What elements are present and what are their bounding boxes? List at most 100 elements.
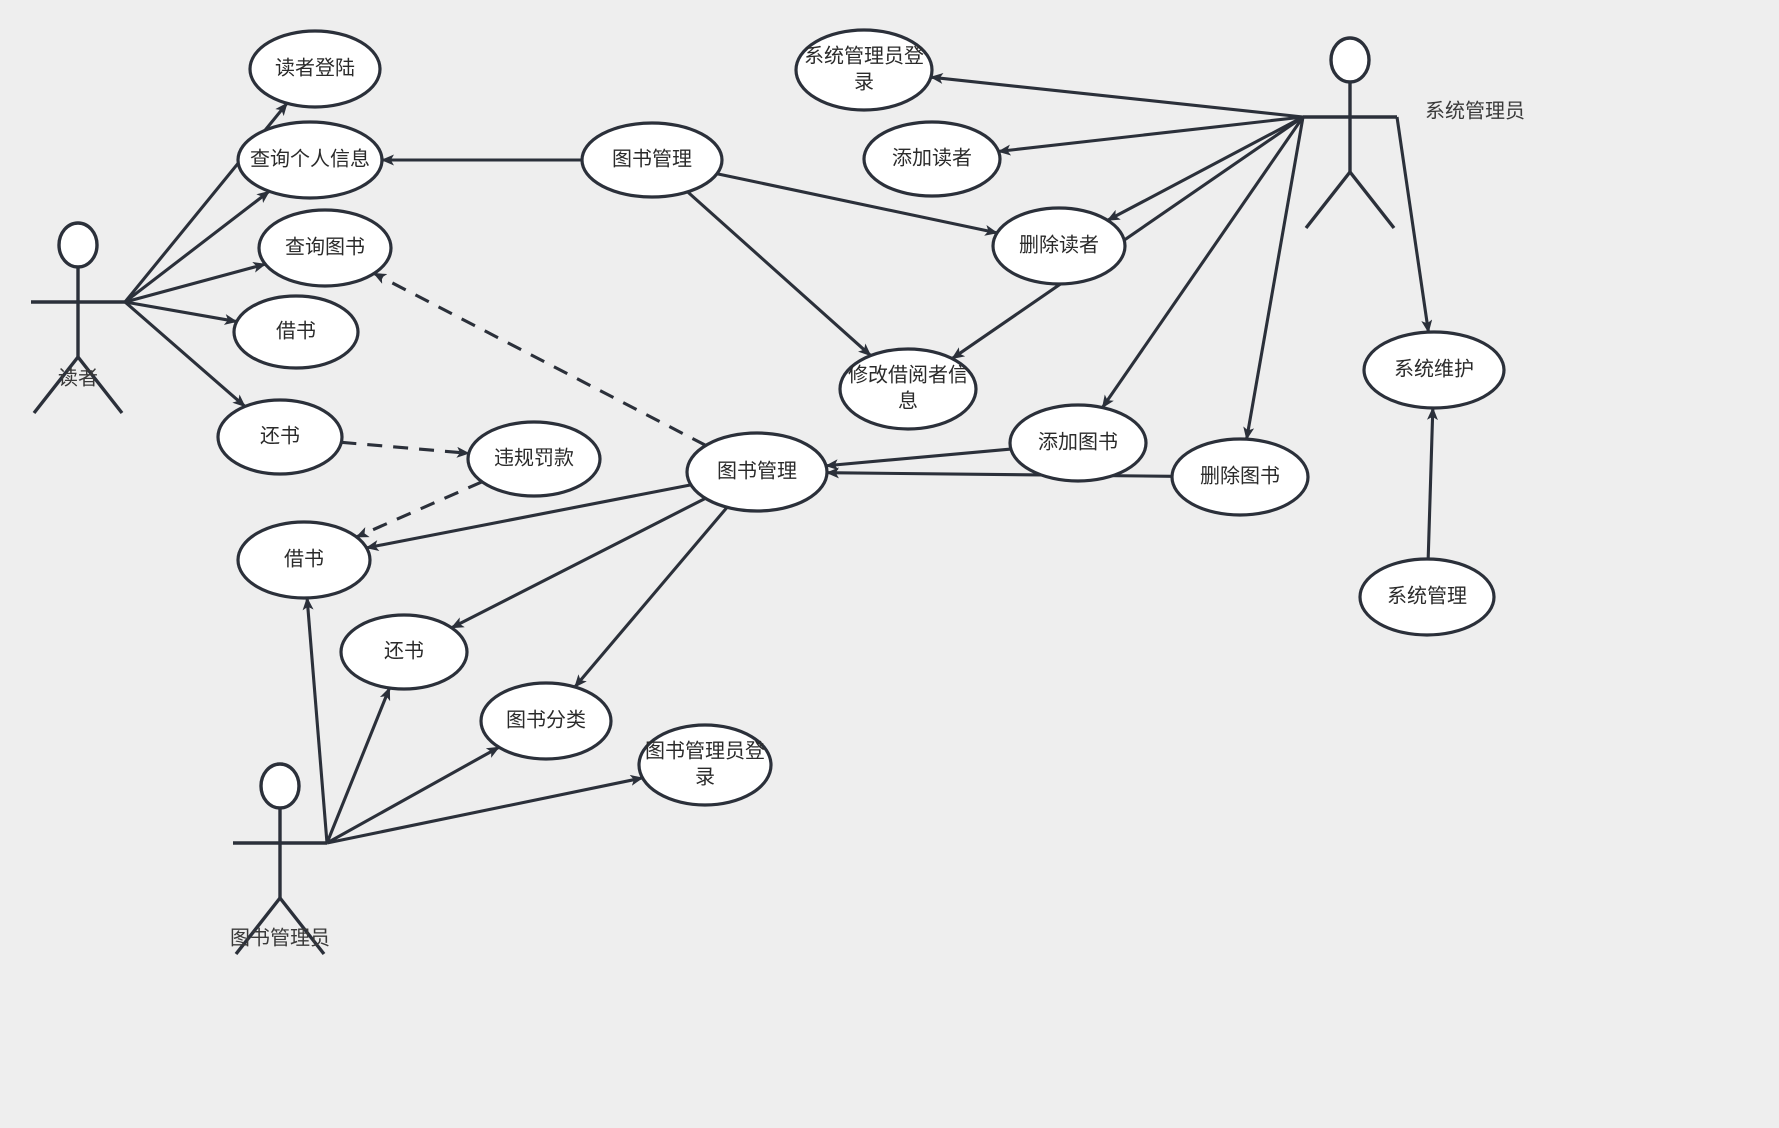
use-case-ellipse [248,29,382,109]
use-case-uc-add-reader[interactable]: 添加读者 [862,120,1002,198]
relation-r2[interactable] [124,190,271,304]
relation-r12[interactable] [929,72,1304,119]
use-case-uc-del-book[interactable]: 删除图书 [1170,437,1310,517]
relation-r19[interactable] [1426,406,1438,560]
use-case-label: 删除读者 [1019,233,1099,257]
actor-head-icon [57,221,99,269]
use-case-uc-sys-maintain[interactable]: 系统维护 [1362,330,1506,410]
actor-left-leg-line [32,355,80,415]
actor-librarian[interactable]: 图书管理员 [230,762,330,956]
use-case-ellipse [466,420,602,498]
use-case-label: 借书 [284,547,324,571]
use-case-label: 添加图书 [1038,430,1118,454]
use-case-label: 系统维护 [1394,357,1474,381]
use-case-uc-return-lib[interactable]: 还书 [339,613,469,691]
relation-r3[interactable] [124,261,267,304]
use-case-label: 系统管理员登 [804,44,924,68]
relation-r18[interactable] [1395,116,1433,334]
use-case-ellipse [637,723,773,807]
use-case-ellipse [580,121,724,199]
use-case-label: 图书管理 [612,147,692,171]
actor-sysadmin[interactable]: 系统管理员 [1303,36,1525,230]
use-case-label: 录 [695,765,715,789]
use-case-uc-sys-manage[interactable]: 系统管理 [1358,557,1496,637]
use-case-ellipse [838,347,978,431]
relation-r25[interactable] [302,596,329,844]
use-case-label: 查询图书 [285,235,365,259]
relations-layer [123,72,1438,845]
use-case-uc-fine[interactable]: 违规罚款 [466,420,602,498]
relation-r23[interactable] [450,496,707,630]
use-case-ellipse [216,398,344,476]
use-case-ellipse [479,681,613,761]
use-case-label: 添加读者 [892,146,972,170]
use-case-label: 借书 [276,319,316,343]
use-case-ellipse [1358,557,1496,637]
relation-r8[interactable] [373,272,707,447]
relation-r17[interactable] [1243,116,1305,441]
relation-r26[interactable] [325,687,391,844]
use-case-uc-query-book[interactable]: 查询图书 [257,208,393,288]
use-case-uc-borrow-reader[interactable]: 借书 [232,294,360,370]
use-case-uc-book-mgmt-mid[interactable]: 图书管理 [685,431,829,513]
use-case-label: 录 [854,70,874,94]
relation-r16[interactable] [1101,116,1305,409]
use-case-uc-del-reader[interactable]: 删除读者 [991,206,1127,286]
use-case-ellipse [1008,403,1148,483]
use-case-ellipse [862,120,1002,198]
use-cases-layer: 读者登陆查询个人信息查询图书借书还书违规罚款图书管理系统管理员登录添加读者删除读… [216,28,1506,807]
relation-r6[interactable] [341,440,470,458]
use-case-label: 图书分类 [506,708,586,732]
relation-r27[interactable] [326,745,500,845]
relation-r24[interactable] [573,506,729,688]
relation-r15[interactable] [951,115,1304,360]
use-case-uc-return-reader[interactable]: 还书 [216,398,344,476]
actor-label: 读者 [58,366,98,390]
use-case-label: 还书 [260,424,300,448]
use-case-label: 还书 [384,639,424,663]
relation-r20[interactable] [825,447,1012,471]
use-case-uc-reader-login[interactable]: 读者登陆 [248,29,382,109]
use-case-ellipse [1362,330,1506,410]
relation-r22[interactable] [365,483,692,551]
use-case-label: 查询个人信息 [250,147,370,171]
use-case-label: 违规罚款 [494,446,574,470]
actor-label: 图书管理员 [230,926,330,950]
actor-right-leg-line [1348,170,1396,230]
use-case-ellipse [794,28,934,112]
use-case-ellipse [257,208,393,288]
actor-left-leg-line [1304,170,1352,230]
actor-head-icon [1329,36,1371,84]
actor-right-leg-line [76,355,124,415]
relation-r13[interactable] [997,115,1304,156]
use-case-uc-borrow-lib[interactable]: 借书 [236,520,372,600]
use-case-label: 息 [898,389,918,413]
actor-reader[interactable]: 读者 [31,221,125,415]
relation-r7[interactable] [355,480,483,539]
use-case-ellipse [339,613,469,691]
actor-label: 系统管理员 [1425,99,1525,123]
relation-r4[interactable] [124,300,238,325]
use-case-label: 读者登陆 [275,56,355,80]
relation-r10[interactable] [716,172,999,236]
use-case-ellipse [236,520,372,600]
use-case-uc-query-personal[interactable]: 查询个人信息 [236,120,384,200]
use-case-ellipse [685,431,829,513]
use-case-ellipse [991,206,1127,286]
relation-r14[interactable] [1106,115,1304,222]
actor-right-leg-line [278,896,326,956]
relation-r5[interactable] [123,300,246,408]
use-case-label: 图书管理 [717,459,797,483]
use-case-uc-book-category[interactable]: 图书分类 [479,681,613,761]
actor-head-icon [259,762,301,810]
relation-r28[interactable] [326,774,644,845]
relation-r11[interactable] [686,190,872,357]
use-case-uc-book-mgmt-top[interactable]: 图书管理 [580,121,724,199]
use-case-uc-add-book[interactable]: 添加图书 [1008,403,1148,483]
